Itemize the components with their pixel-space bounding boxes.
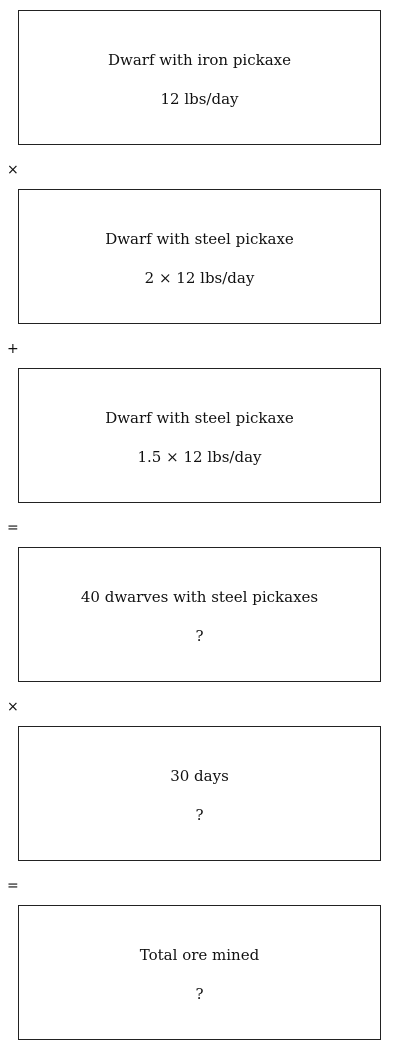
step-value: 12 lbs/day — [160, 90, 239, 108]
step-value: ? — [195, 985, 204, 1003]
step-value: ? — [195, 806, 204, 824]
step-value: ? — [195, 627, 204, 645]
step-title: Dwarf with steel pickaxe — [105, 409, 294, 427]
step-title: 40 dwarves with steel pickaxes — [80, 588, 319, 606]
step-value: 2 × 12 lbs/day — [144, 269, 255, 287]
operator-plus: + — [7, 341, 19, 357]
step-box-steel-pickaxe-bonus: Dwarf with steel pickaxe 1.5 × 12 lbs/da… — [18, 368, 381, 503]
step-box-steel-pickaxe: Dwarf with steel pickaxe 2 × 12 lbs/day — [18, 189, 381, 324]
step-title: Total ore mined — [139, 946, 260, 964]
operator-multiply: × — [7, 699, 19, 715]
step-box-total-ore: Total ore mined ? — [18, 905, 381, 1040]
step-value: 1.5 × 12 lbs/day — [137, 448, 262, 466]
step-title: Dwarf with steel pickaxe — [105, 230, 294, 248]
operator-multiply: × — [7, 162, 19, 178]
step-box-forty-dwarves: 40 dwarves with steel pickaxes ? — [18, 547, 381, 682]
operator-equals: = — [7, 878, 19, 894]
operator-equals: = — [7, 520, 19, 536]
step-box-thirty-days: 30 days ? — [18, 726, 381, 861]
step-title: Dwarf with iron pickaxe — [108, 51, 291, 69]
step-title: 30 days — [170, 767, 229, 785]
step-box-iron-pickaxe: Dwarf with iron pickaxe 12 lbs/day — [18, 10, 381, 145]
